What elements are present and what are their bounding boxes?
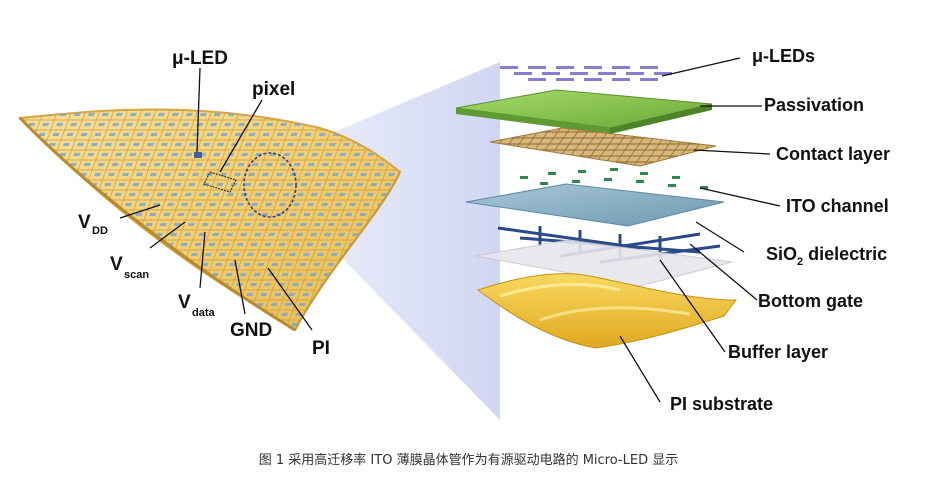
uled-label: μ-LED bbox=[172, 48, 228, 69]
uleds-label: μ-LEDs bbox=[752, 46, 815, 66]
figure-caption: 图 1 采用高迁移率 ITO 薄膜晶体管作为有源驱动电路的 Micro-LED … bbox=[0, 449, 937, 468]
svg-text:V: V bbox=[178, 292, 191, 313]
pixel-label: pixel bbox=[252, 79, 295, 100]
layer-pi-substrate bbox=[478, 274, 736, 348]
bottom-gate-label: Bottom gate bbox=[758, 291, 863, 311]
ito-channel-label: ITO channel bbox=[786, 196, 889, 216]
vdd-label: V DD bbox=[78, 212, 108, 237]
passivation-label: Passivation bbox=[764, 95, 864, 115]
ito-islands bbox=[520, 168, 708, 189]
layer-ito bbox=[466, 184, 724, 226]
pi-label: PI bbox=[312, 338, 330, 359]
svg-text:V: V bbox=[110, 254, 123, 275]
gnd-label: GND bbox=[230, 320, 272, 341]
vdata-label: V data bbox=[178, 292, 216, 319]
sio2-dielectric-label: SiO2 dielectric bbox=[766, 244, 887, 268]
flexible-display-sheet bbox=[20, 110, 400, 331]
layer-contact bbox=[490, 128, 716, 166]
svg-text:data: data bbox=[192, 307, 216, 319]
layer-uleds bbox=[500, 66, 672, 81]
vscan-label: V scan bbox=[110, 254, 149, 281]
svg-text:V: V bbox=[78, 212, 91, 233]
pi-substrate-label: PI substrate bbox=[670, 394, 773, 414]
contact-layer-label: Contact layer bbox=[776, 144, 890, 164]
buffer-layer-label: Buffer layer bbox=[728, 342, 828, 362]
svg-text:scan: scan bbox=[124, 269, 149, 281]
svg-text:DD: DD bbox=[92, 225, 108, 237]
